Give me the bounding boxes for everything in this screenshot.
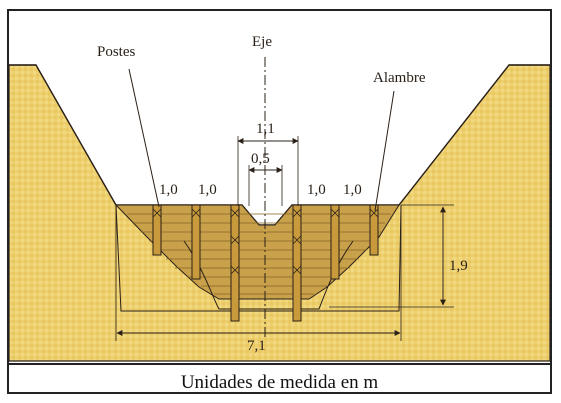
- height-label: 1,9: [449, 258, 468, 274]
- post: [230, 204, 240, 322]
- spacing-right-inner-label: 1,0: [307, 182, 326, 198]
- wire-label: Alambre: [373, 70, 426, 86]
- post-wire-crosses: [152, 208, 379, 275]
- post: [369, 204, 379, 256]
- check-dam-cross-section: [9, 57, 550, 362]
- total-width-label: 7,1: [247, 338, 266, 354]
- top-width-label: 1,1: [256, 121, 275, 137]
- post: [191, 204, 201, 280]
- diagram-frame: Eje Postes Alambre 1,1 0,5 1,0 1,0 1,0 1…: [7, 9, 552, 394]
- foundation-outline: [115, 204, 402, 312]
- posts: [152, 204, 379, 322]
- axis-label: Eje: [252, 34, 272, 50]
- dam-body: [114, 204, 400, 300]
- caption-bar: Unidades de medida en m: [9, 363, 550, 393]
- spacing-left-inner-label: 1,0: [198, 182, 217, 198]
- posts-label: Postes: [97, 44, 136, 60]
- wire-leader: [374, 90, 395, 212]
- post: [292, 204, 302, 322]
- spacing-right-outer-label: 1,0: [343, 182, 362, 198]
- post: [330, 204, 340, 280]
- spacing-left-outer-label: 1,0: [159, 182, 178, 198]
- bottom-width-label: 0,5: [251, 151, 270, 167]
- caption: Unidades de medida en m: [180, 372, 379, 393]
- post: [152, 204, 162, 256]
- posts-leader: [128, 68, 160, 208]
